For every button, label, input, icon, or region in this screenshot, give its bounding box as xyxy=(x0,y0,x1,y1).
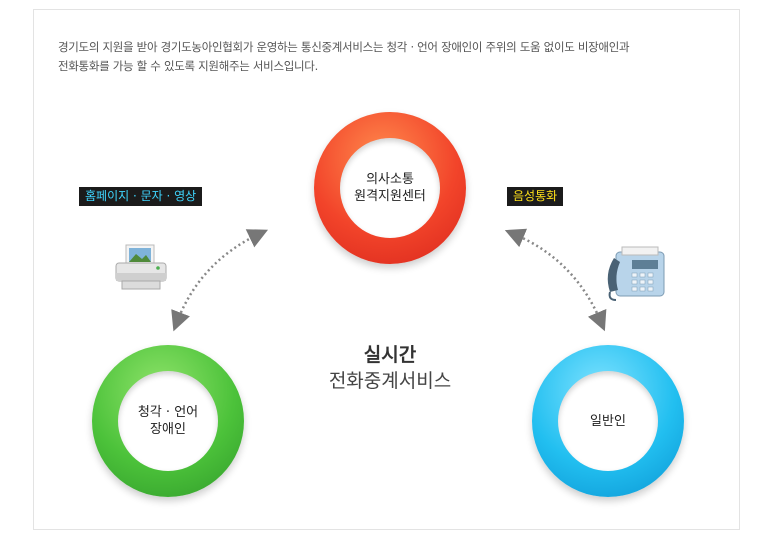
web-text-video-tag: 홈페이지 · 문자 · 영상 xyxy=(79,187,203,206)
description-line-1: 경기도의 지원을 받아 경기도농아인협회가 운영하는 통신중계서비스는 청각 ·… xyxy=(58,40,630,54)
general-person-line-1: 일반인 xyxy=(590,413,626,429)
left-connector-arrow xyxy=(171,229,269,332)
voice-call-tag: 음성통화 xyxy=(507,187,564,206)
fax-phone-icon xyxy=(607,246,665,301)
hearing-impaired-line-1: 청각 · 언어 xyxy=(137,405,199,420)
center-title-normal: 전화중계서비스 xyxy=(328,370,452,392)
hearing-impaired-line-2: 장애인 xyxy=(150,422,186,437)
general-person-label: 일반인 xyxy=(558,371,658,471)
hearing-impaired-label: 청각 · 언어 장애인 xyxy=(118,371,218,471)
relay-center-ring: 의사소통 원격지원센터 xyxy=(314,112,466,264)
printer-icon xyxy=(115,244,167,290)
right-connector-arrow xyxy=(504,228,607,332)
relay-center-label: 의사소통 원격지원센터 xyxy=(340,138,440,238)
service-description: 경기도의 지원을 받아 경기도농아인협회가 운영하는 통신중계서비스는 청각 ·… xyxy=(58,38,718,76)
center-title-bold: 실시간 xyxy=(363,344,417,366)
relay-center-line-2: 원격지원센터 xyxy=(354,189,426,204)
description-line-2: 전화통화를 가능 할 수 있도록 지원해주는 서비스입니다. xyxy=(58,59,318,73)
center-title: 실시간 전화중계서비스 xyxy=(300,342,480,394)
general-person-ring: 일반인 xyxy=(532,345,684,497)
relay-center-line-1: 의사소통 xyxy=(366,172,414,187)
hearing-impaired-ring: 청각 · 언어 장애인 xyxy=(92,345,244,497)
